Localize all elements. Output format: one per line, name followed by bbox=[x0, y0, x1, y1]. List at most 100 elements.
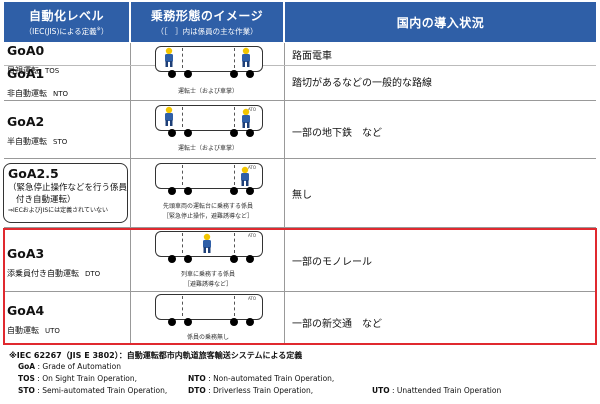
row-divider bbox=[4, 227, 596, 228]
image-caption-line: ［緊急停止操作，避難誘導など］ bbox=[162, 213, 253, 220]
train-car-divider bbox=[234, 233, 235, 253]
footnote-tos: TOS : On Sight Train Operation, bbox=[18, 374, 138, 383]
wheel-icon bbox=[168, 187, 176, 195]
footnote-sto: STO : Semi-automated Train Operation, bbox=[18, 386, 168, 395]
train-car-divider bbox=[182, 48, 183, 68]
level-desc-line: 付き自動運転） bbox=[16, 195, 76, 205]
train-car-divider bbox=[234, 165, 235, 185]
level-desc: 添乗員付き自動運転 bbox=[7, 269, 79, 278]
train-car-divider bbox=[182, 107, 183, 127]
wheel-icon bbox=[168, 70, 176, 78]
wheel-icon bbox=[168, 318, 176, 326]
header-image-subtitle: （［ ］内は係員の主な作業） bbox=[156, 27, 258, 36]
ato-label: ATO bbox=[248, 296, 257, 301]
train-car-divider bbox=[234, 296, 235, 316]
header-image-title: 乗務形態のイメージ bbox=[150, 9, 264, 23]
wheel-icon bbox=[246, 187, 254, 195]
image-caption-line: ［避難誘導など］ bbox=[183, 281, 232, 288]
staff-figure-icon bbox=[241, 166, 249, 186]
status-goa2: 一部の地下鉄 など bbox=[292, 128, 382, 139]
wheel-icon bbox=[230, 70, 238, 78]
level-code: DTO bbox=[85, 270, 101, 278]
level-name: GoA0 bbox=[7, 43, 45, 58]
wheel-icon bbox=[168, 129, 176, 137]
level-footnote: ⇒IECおよびJISには定義されていない bbox=[8, 207, 108, 214]
highlight-box bbox=[3, 228, 597, 345]
wheel-icon bbox=[184, 255, 192, 263]
footnote-uto: UTO : Unattended Train Operation bbox=[372, 386, 502, 395]
level-code: UTO bbox=[45, 327, 60, 335]
driver-figure-icon bbox=[165, 106, 173, 126]
level-goa4: GoA4 自動運転 UTO bbox=[7, 303, 60, 337]
wheel-icon bbox=[184, 187, 192, 195]
conductor-figure-icon bbox=[242, 47, 250, 67]
image-caption: 運転士（および車掌） bbox=[177, 88, 238, 95]
status-goa2-5: 無し bbox=[292, 190, 312, 201]
status-goa4: 一部の新交通 など bbox=[292, 319, 382, 330]
level-goa2-5-box bbox=[3, 163, 128, 223]
row-divider bbox=[4, 158, 596, 159]
header-col-image: 乗務形態のイメージ （［ ］内は係員の主な作業） bbox=[131, 2, 283, 42]
level-desc: 自動運転 bbox=[7, 326, 39, 335]
header-level-subtitle: （IEC(JIS)による定義※） bbox=[24, 26, 109, 37]
header-level-title: 自動化レベル bbox=[28, 9, 104, 23]
level-goa1: GoA1 非自動運転 NTO bbox=[7, 66, 68, 100]
level-desc: 目視運転 bbox=[7, 66, 39, 75]
wheel-icon bbox=[246, 255, 254, 263]
status-goa1: 踏切があるなどの一般的な路線 bbox=[292, 78, 432, 89]
image-caption: 運転士（および車掌） bbox=[177, 145, 238, 152]
train-car-illustration bbox=[155, 294, 263, 320]
ato-label: ATO bbox=[248, 233, 257, 238]
level-name: GoA1 bbox=[7, 66, 45, 81]
wheel-icon bbox=[230, 187, 238, 195]
header-col-level: 自動化レベル （IEC(JIS)による定義※） bbox=[4, 2, 129, 42]
wheel-icon bbox=[246, 129, 254, 137]
row-divider bbox=[4, 100, 596, 101]
wheel-icon bbox=[230, 129, 238, 137]
row-divider bbox=[4, 65, 596, 66]
ato-label: ATO bbox=[248, 107, 257, 112]
train-car-divider bbox=[182, 165, 183, 185]
header-status-title: 国内の導入状況 bbox=[396, 15, 485, 30]
level-goa2: GoA2 半自動運転 STO bbox=[7, 114, 67, 148]
column-divider bbox=[284, 43, 285, 343]
footnote-dto: DTO : Driverless Train Operation, bbox=[188, 386, 314, 395]
level-goa3: GoA3 添乗員付き自動運転 DTO bbox=[7, 246, 100, 280]
level-goa0: GoA0 目視運転 TOS bbox=[7, 43, 59, 77]
footnote-nto: NTO : Non-automated Train Operation, bbox=[188, 374, 335, 383]
level-name: GoA2.5 bbox=[8, 166, 59, 181]
train-car-divider bbox=[182, 296, 183, 316]
image-caption-line: 列車に乗務する係員 bbox=[180, 271, 235, 278]
train-car-divider bbox=[234, 107, 235, 127]
wheel-icon bbox=[184, 318, 192, 326]
train-car-divider bbox=[234, 48, 235, 68]
header-col-status: 国内の導入状況 bbox=[285, 2, 596, 42]
attendant-figure-icon bbox=[203, 233, 211, 253]
wheel-icon bbox=[230, 255, 238, 263]
level-desc: 非自動運転 bbox=[7, 89, 47, 98]
image-caption-line: 先頭車両の運転台に乗務する係員 bbox=[162, 203, 253, 210]
column-divider bbox=[130, 43, 131, 343]
driver-figure-icon bbox=[165, 47, 173, 67]
wheel-icon bbox=[230, 318, 238, 326]
level-desc-line: （緊急停止操作などを行う係員 bbox=[8, 183, 128, 193]
level-name: GoA3 bbox=[7, 246, 45, 261]
footnote-title: ※IEC 62267（JIS E 3802）：自動運転都市内軌道旅客輸送システム… bbox=[9, 351, 303, 360]
level-goa2-5: GoA2.5 （緊急停止操作などを行う係員 付き自動運転） ⇒IECおよびJIS… bbox=[8, 166, 127, 214]
wheel-icon bbox=[184, 129, 192, 137]
level-code: STO bbox=[53, 138, 68, 146]
wheel-icon bbox=[246, 318, 254, 326]
image-caption: 係員の乗務無し bbox=[186, 334, 229, 341]
level-code: TOS bbox=[45, 67, 60, 75]
level-name: GoA2 bbox=[7, 114, 45, 129]
status-goa3: 一部のモノレール bbox=[292, 257, 372, 268]
wheel-icon bbox=[246, 70, 254, 78]
footnote-goa: GoA : Grade of Automation bbox=[18, 362, 121, 371]
wheel-icon bbox=[184, 70, 192, 78]
conductor-figure-icon bbox=[242, 108, 250, 128]
level-code: NTO bbox=[53, 90, 69, 98]
ato-label: ATO bbox=[248, 165, 257, 170]
level-desc: 半自動運転 bbox=[7, 137, 47, 146]
level-name: GoA4 bbox=[7, 303, 45, 318]
train-car-divider bbox=[182, 233, 183, 253]
